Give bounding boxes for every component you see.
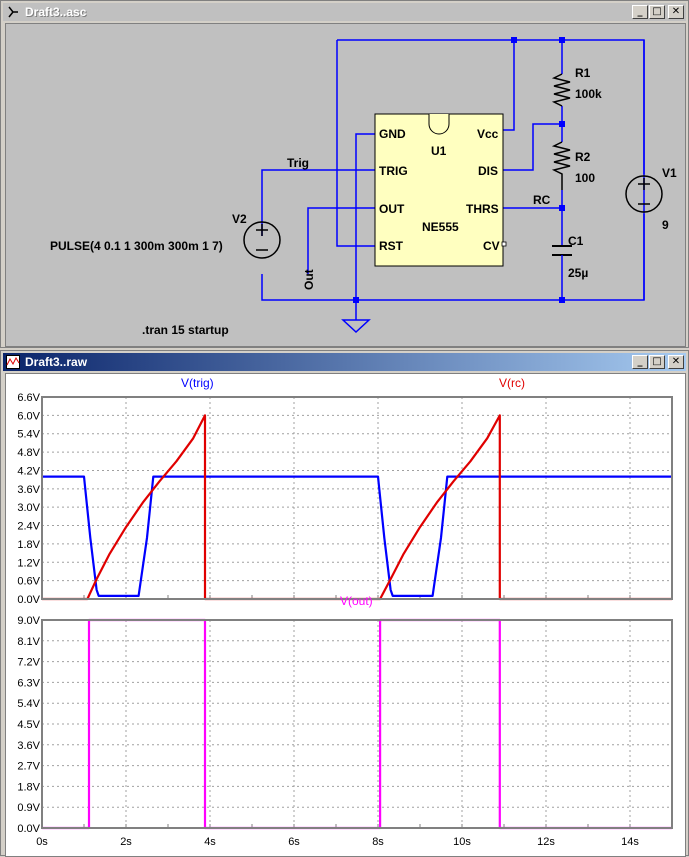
close-button[interactable]: ✕ (668, 5, 684, 19)
pin-dis: DIS (478, 164, 498, 178)
close-icon: ✕ (671, 6, 681, 17)
maximize-button[interactable]: □ (649, 355, 665, 369)
x-tick-label: 14s (621, 836, 639, 848)
v1-label: V1 (662, 166, 677, 180)
r2-label: R2 (575, 150, 591, 164)
x-tick-label: 6s (288, 836, 300, 848)
plot-pane-bottom[interactable]: 0.0V 0.9V 1.8V 2.7V 3.6V 4.5V 5.4V 6.3V 7.2V 8.1V… (17, 615, 673, 848)
y-tick-label: 6.0V (17, 410, 40, 422)
y-tick-label: 0.0V (17, 823, 40, 835)
u1-part-label: NE555 (422, 220, 459, 234)
pin-vcc: Vcc (477, 127, 499, 141)
y-tick-label: 5.4V (17, 698, 40, 710)
y-tick-label: 0.9V (17, 802, 40, 814)
y-tick-label: 2.4V (17, 521, 40, 533)
pin-rst: RST (379, 239, 404, 253)
y-tick-label: 1.2V (17, 557, 40, 569)
schematic-titlebar[interactable]: Draft3..asc _ □ ✕ (3, 3, 686, 21)
x-tick-label: 0s (36, 836, 48, 848)
net-label-rc[interactable]: RC (533, 193, 551, 207)
schematic-window[interactable]: Draft3..asc _ □ ✕ (0, 0, 689, 348)
window-title: Draft3..asc (25, 5, 87, 19)
y-tick-label: 5.4V (17, 429, 40, 441)
pin-out: OUT (379, 202, 405, 216)
wires (261, 39, 645, 320)
x-tick-label: 4s (204, 836, 216, 848)
voltage-source-v2[interactable] (243, 221, 281, 259)
plot-pane-top[interactable]: 0.0V 0.6V 1.2V 1.8V 2.4V 3.0V 3.6V 4.2V 4.8V 5.4V… (17, 392, 673, 606)
minimize-icon: _ (637, 356, 643, 367)
u1-label: U1 (431, 144, 447, 158)
legend-v-rc[interactable]: V(rc) (499, 376, 525, 390)
y-tick-label: 1.8V (17, 781, 40, 793)
capacitor-c1[interactable] (552, 245, 572, 262)
waveform-titlebar[interactable]: Draft3..raw _ □ ✕ (3, 353, 686, 371)
minimize-icon: _ (637, 6, 643, 17)
voltage-source-v1[interactable] (625, 175, 663, 213)
plot-border (41, 396, 673, 600)
v2-value: PULSE(4 0.1 1 300m 300m 1 7) (50, 239, 223, 253)
ground-symbol[interactable] (341, 319, 371, 334)
x-tick-label: 10s (453, 836, 471, 848)
y-tick-label: 1.8V (17, 539, 40, 551)
series-line-v-trig[interactable] (42, 475, 672, 597)
schematic-icon (5, 4, 21, 20)
maximize-icon: □ (652, 6, 662, 17)
y-tick-label: 3.6V (17, 740, 40, 752)
net-label-out[interactable]: Out (302, 269, 316, 290)
net-label-trig[interactable]: Trig (287, 156, 309, 170)
resistor-r2[interactable] (551, 141, 571, 190)
y-tick-label: 2.7V (17, 761, 40, 773)
c1-label: C1 (568, 234, 584, 248)
window-title: Draft3..raw (25, 355, 88, 369)
pin-trig: TRIG (379, 164, 408, 178)
y-tick-label: 4.2V (17, 465, 40, 477)
y-tick-label: 0.0V (17, 594, 40, 606)
c1-value: 25µ (568, 266, 588, 280)
r2-value: 100 (575, 171, 595, 185)
junctions (353, 37, 565, 303)
legend-v-out[interactable]: V(out) (340, 594, 373, 608)
y-tick-label: 7.2V (17, 657, 40, 669)
waveform-icon (5, 354, 21, 370)
spice-directive[interactable]: .tran 15 startup (142, 323, 229, 337)
y-tick-label: 0.6V (17, 576, 40, 588)
y-tick-label: 4.8V (17, 447, 40, 459)
close-button[interactable]: ✕ (668, 355, 684, 369)
x-tick-label: 12s (537, 836, 555, 848)
pin-thrs: THRS (466, 202, 499, 216)
minimize-button[interactable]: _ (632, 355, 648, 369)
r1-value: 100k (575, 87, 602, 101)
waveform-canvas[interactable]: 0.0V 0.6V 1.2V 1.8V 2.4V 3.0V 3.6V 4.2V 4.8V 5.4V… (5, 373, 686, 857)
pin-gnd: GND (379, 127, 406, 141)
v1-value: 9 (662, 218, 669, 232)
maximize-icon: □ (652, 356, 662, 367)
v2-label: V2 (232, 212, 247, 226)
y-tick-label: 6.6V (17, 392, 40, 404)
y-tick-label: 9.0V (17, 615, 40, 627)
y-tick-label: 3.6V (17, 484, 40, 496)
ne555-ic[interactable] (374, 113, 507, 267)
r1-label: R1 (575, 66, 591, 80)
y-tick-label: 6.3V (17, 677, 40, 689)
x-tick-label: 2s (120, 836, 132, 848)
minimize-button[interactable]: _ (632, 5, 648, 19)
resistor-r1[interactable] (551, 73, 571, 107)
y-tick-label: 8.1V (17, 636, 40, 648)
plot-border (41, 619, 673, 829)
pin-cv: CV (483, 239, 500, 253)
y-tick-label: 3.0V (17, 502, 40, 514)
maximize-button[interactable]: □ (649, 5, 665, 19)
y-tick-label: 4.5V (17, 719, 40, 731)
x-tick-label: 8s (372, 836, 384, 848)
legend-v-trig[interactable]: V(trig) (181, 376, 214, 390)
waveform-window[interactable]: Draft3..raw _ □ ✕ 0.0V 0.6V 1.2V 1.8V 2.4V 3.… (0, 350, 689, 857)
schematic-canvas[interactable]: U1 NE555 GND TRIG OUT RST Vcc DIS THRS C… (5, 23, 686, 347)
close-icon: ✕ (671, 356, 681, 367)
